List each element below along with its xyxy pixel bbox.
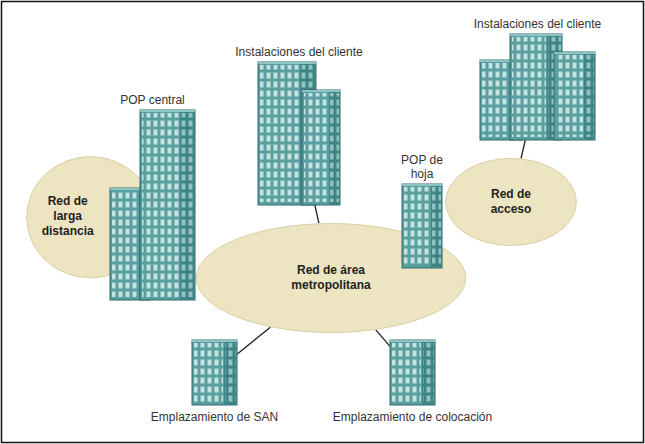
network-label: Red de larga distancia (36, 194, 100, 239)
building-node: Instalaciones del cliente (480, 34, 595, 140)
building-block (402, 184, 442, 268)
building-windows (304, 93, 328, 202)
building-label: Emplazamiento de SAN (149, 410, 280, 424)
building-icon (480, 34, 595, 140)
ellipse-outline (446, 158, 577, 245)
building-windows (512, 37, 546, 137)
building-side (224, 340, 237, 405)
building-node: POP central (110, 110, 195, 300)
building-side (584, 52, 595, 140)
network-label: Red de acceso (476, 187, 546, 217)
building-node: Emplazamiento de SAN (192, 340, 237, 405)
connector-stroke (376, 330, 390, 346)
building-windows (194, 343, 223, 402)
connector-stroke (315, 205, 319, 223)
building-windows (556, 55, 583, 137)
building-roof (510, 34, 562, 36)
building-block (390, 340, 435, 405)
building-windows (112, 191, 138, 297)
building-block (192, 340, 237, 405)
connector-stroke (521, 140, 525, 159)
building-roof (554, 52, 595, 54)
building-block (140, 110, 195, 300)
building-roof (258, 62, 316, 64)
building-label: Instalaciones del cliente (472, 17, 603, 31)
connector-line (521, 140, 525, 159)
building-side (180, 110, 195, 300)
ellipse-outline (26, 156, 153, 277)
building-node: POP de hoja (402, 184, 442, 268)
building-side (422, 340, 435, 405)
building-windows (225, 343, 236, 402)
network-label: Red de área metropolitana (271, 263, 391, 293)
connector-line (376, 330, 390, 346)
building-windows (585, 55, 594, 137)
building-icon (258, 62, 340, 205)
building-roof (140, 110, 195, 112)
building-windows (404, 187, 430, 265)
building-roof (302, 90, 340, 92)
building-roof (390, 340, 435, 342)
building-icon (192, 340, 237, 405)
building-windows (260, 65, 299, 202)
building-label: Emplazamiento de colocación (331, 410, 494, 424)
building-side (329, 90, 340, 205)
building-windows (330, 93, 339, 202)
building-block (554, 52, 595, 140)
building-label: POP central (118, 93, 186, 107)
building-node: Emplazamiento de colocación (390, 340, 435, 405)
building-roof (402, 184, 442, 186)
building-windows (482, 63, 509, 137)
building-icon (110, 110, 195, 300)
connector-line (237, 327, 270, 354)
ellipse-outline (196, 224, 465, 333)
building-windows (432, 187, 441, 265)
building-windows (142, 113, 179, 297)
connector-line (315, 205, 319, 223)
building-windows (423, 343, 434, 402)
building-windows (181, 113, 194, 297)
building-icon (390, 340, 435, 405)
building-block (302, 90, 340, 205)
network-ellipse: Red de acceso (445, 158, 577, 246)
building-roof (192, 340, 237, 342)
connector-stroke (237, 327, 270, 354)
building-side (431, 184, 442, 268)
building-windows (392, 343, 421, 402)
building-icon (402, 184, 442, 268)
building-label: POP de hoja (395, 153, 449, 181)
building-label: Instalaciones del cliente (233, 45, 364, 59)
building-node: Instalaciones del cliente (258, 62, 340, 205)
